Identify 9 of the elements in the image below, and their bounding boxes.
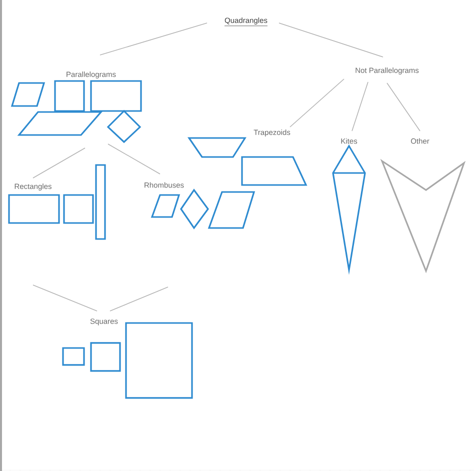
connector-line [108,144,160,174]
connector-line [32,148,86,178]
connector-line [290,78,344,128]
connector-line [110,286,168,312]
connector-line [32,284,98,312]
connector-line [100,22,208,56]
connector-line [386,82,420,132]
connector-line [352,82,368,132]
connector-line [278,22,384,58]
